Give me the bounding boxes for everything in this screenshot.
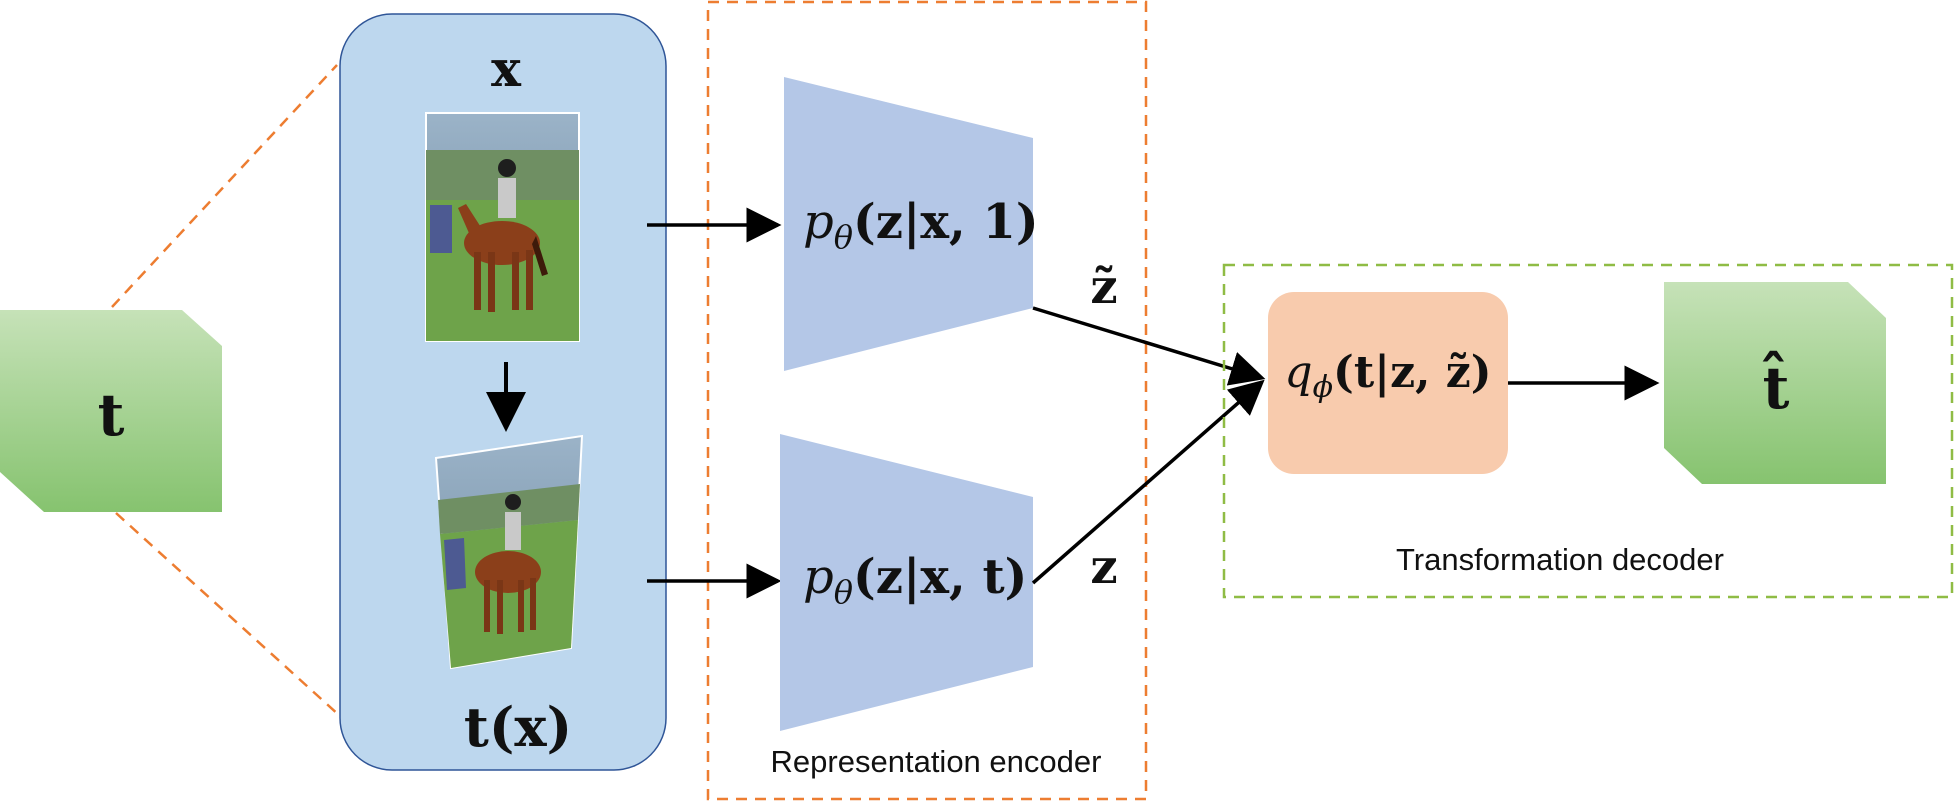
encoder-region xyxy=(706,0,1148,801)
image-panel-bottom-label: t(x) xyxy=(464,695,572,759)
encoder-top: pθ(z|x, 1) xyxy=(784,77,1039,371)
decoder-box: qϕ(t|z, z̃) xyxy=(1268,292,1508,474)
encoder-top-formula: pθ(z|x, 1) xyxy=(803,194,1039,256)
decoder-region xyxy=(1222,263,1954,599)
encoder-bottom-formula: pθ(z|x, t) xyxy=(803,549,1027,611)
arrow-z-to-decoder xyxy=(1031,379,1265,585)
image-panel-top-label: x xyxy=(491,39,522,98)
input-t-block: t xyxy=(0,310,222,512)
arrow-z-tilde-to-decoder xyxy=(1032,306,1266,386)
output-t-hat-block: t̂ xyxy=(1664,282,1886,484)
latent-z-label: z xyxy=(1090,539,1117,595)
decoder-formula: qϕ(t|z, z̃) xyxy=(1284,347,1491,405)
image-panel: x xyxy=(339,13,667,771)
input-t-label: t xyxy=(98,381,125,449)
connector-bottom-dashed xyxy=(115,512,341,717)
latent-z-tilde-label: z̃ xyxy=(1090,259,1117,315)
encoder-caption: Representation encoder xyxy=(771,744,1102,779)
output-t-hat-label: t̂ xyxy=(1762,350,1790,422)
transformed-image-tx xyxy=(434,434,584,670)
encoder-bottom: pθ(z|x, t) xyxy=(780,434,1033,731)
connector-top-dashed xyxy=(111,64,338,308)
original-image-x xyxy=(425,112,580,342)
decoder-caption: Transformation decoder xyxy=(1396,542,1724,577)
